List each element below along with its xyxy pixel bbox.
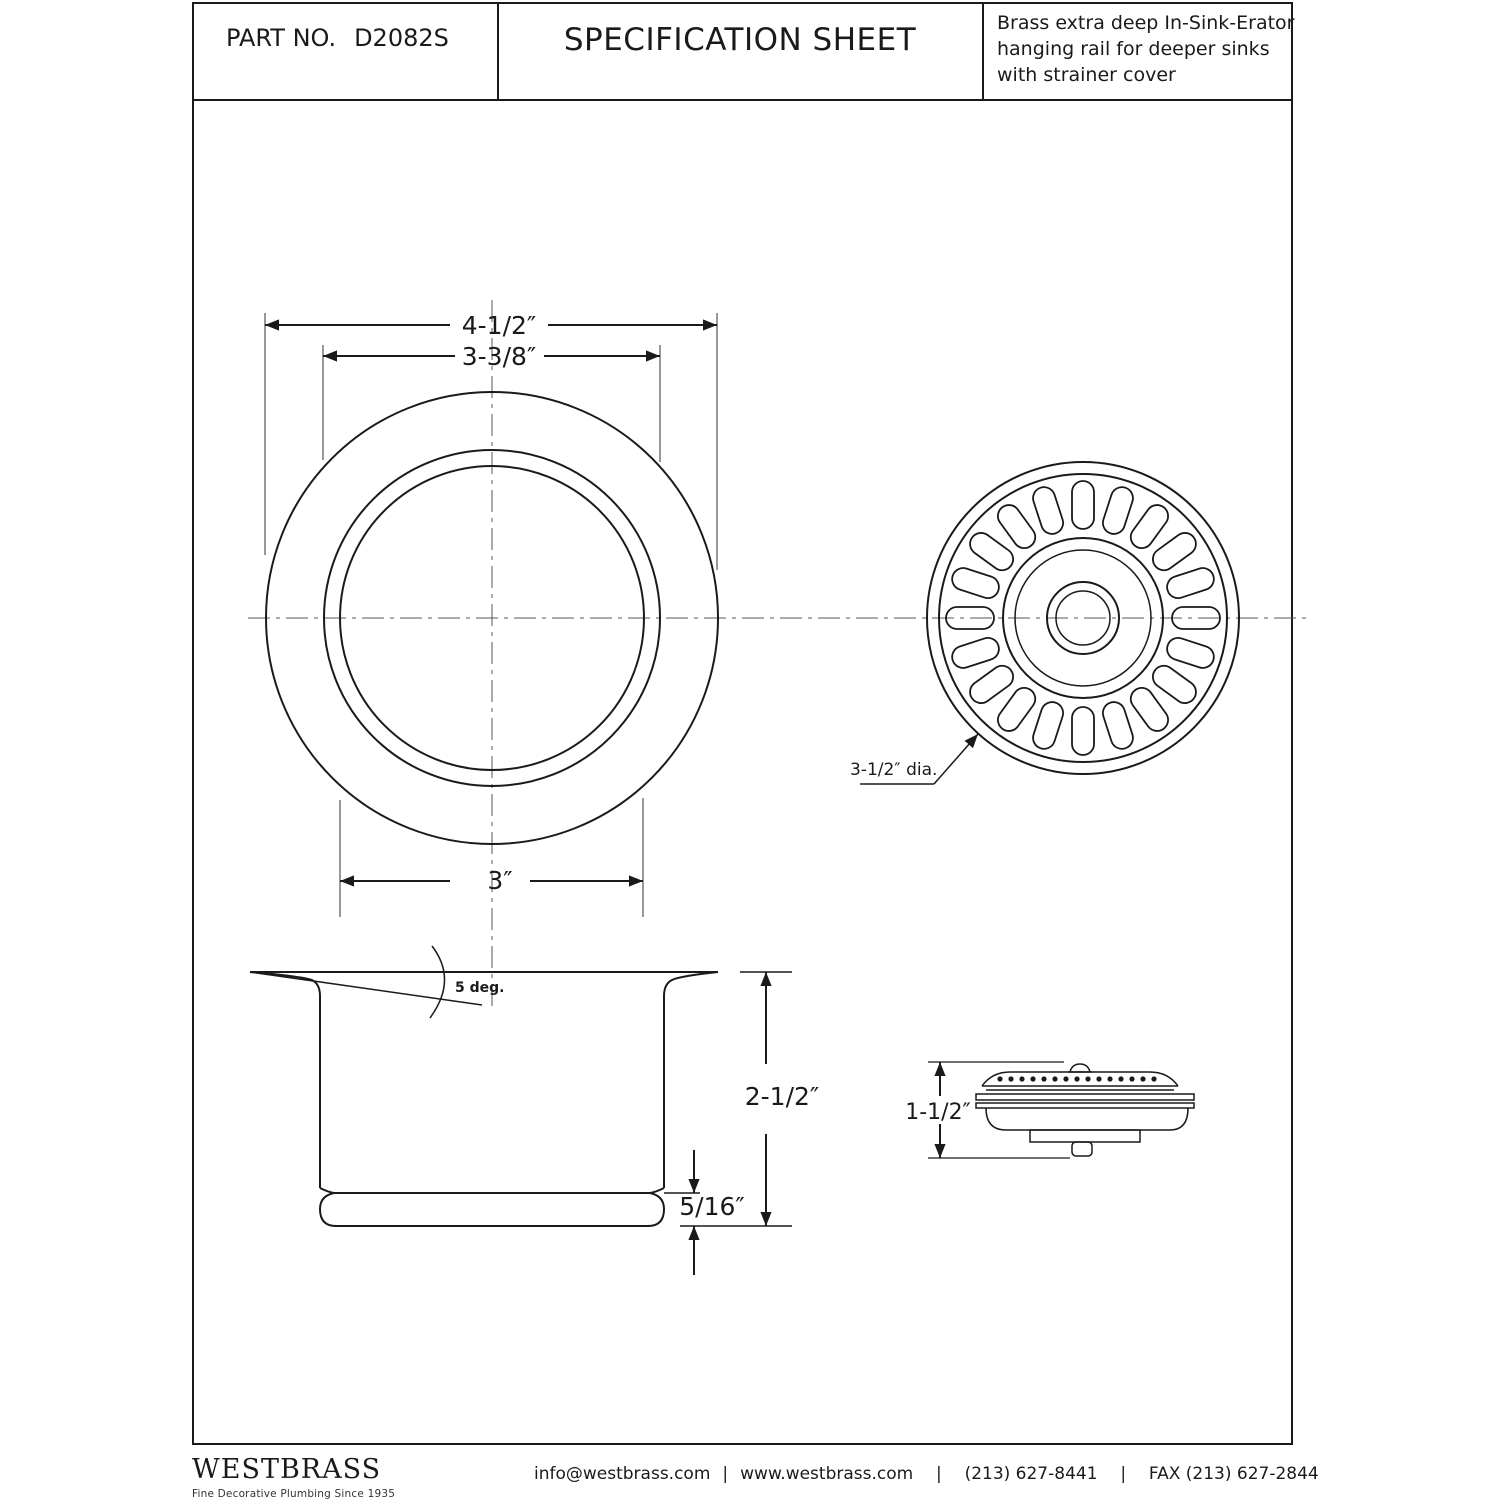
strainer-slot [1102,701,1134,750]
perforation-dot [1063,1076,1069,1082]
website-link[interactable]: www.westbrass.com [740,1464,914,1484]
dimension-lip-height: 5/16″ [664,1150,745,1275]
outer-diameter-label: 4-1/2″ [462,311,537,340]
perforation-dot [1052,1076,1058,1082]
flange-top-view [265,391,719,845]
strainer-diameter-label: 3-1/2″ dia. [850,760,937,780]
perforation-dot [1151,1076,1157,1082]
lip-height-label: 5/16″ [679,1192,744,1221]
perforation-dot [1030,1076,1036,1082]
separator: | [1109,1464,1137,1484]
perforation-dot [1129,1076,1135,1082]
part-number: PART NO. D2082S [226,24,467,52]
part-number-label: PART NO. [226,24,337,52]
strainer-slot [1152,664,1197,704]
strainer-slot [951,637,1000,669]
strainer-slot [1032,701,1064,750]
strainer-slot [1129,504,1169,549]
separator: | [925,1464,953,1484]
bottom-diameter-label: 3″ [487,866,512,895]
strainer-side-view [975,1063,1195,1157]
strainer-slot [969,532,1014,572]
contact-info: info@westbrass.com | www.westbrass.com | (… [534,1464,1319,1484]
angle-label: 5 deg. [455,980,504,996]
strainer-slot [1152,532,1197,572]
flange-side-view [249,945,719,1227]
strainer-slot [1071,706,1095,756]
perforation-dot [1107,1076,1113,1082]
strainer-slot [1071,480,1095,530]
strainer-slot [1129,687,1169,732]
strainer-slot [1032,486,1064,535]
strainer-slot [997,504,1037,549]
perforation-dot [1140,1076,1146,1082]
strainer-slot [1166,637,1215,669]
inner-diameter-label: 3-3/8″ [462,342,537,371]
brand-logo: WESTBRASS Fine Decorative Plumbing Since… [192,1456,395,1500]
strainer-side-perforations [997,1076,1157,1082]
strainer-slot [951,567,1000,599]
perforation-dot [1008,1076,1014,1082]
description-line: hanging rail for deeper sinks [997,38,1270,60]
dimension-bottom-diameter: 3″ [340,866,643,895]
strainer-slot [1171,606,1221,630]
strainer-slot [997,687,1037,732]
perforation-dot [1019,1076,1025,1082]
dimension-outer-diameter: 4-1/2″ [265,311,717,340]
dimension-strainer-height: 1-1/2″ [905,1061,1070,1159]
description-line: with strainer cover [997,64,1176,86]
strainer-height-label: 1-1/2″ [905,1100,971,1125]
perforation-dot [997,1076,1003,1082]
strainer-slot [1102,486,1134,535]
phone-number: (213) 627-8441 [964,1464,1098,1484]
strainer-slots [945,480,1221,756]
strainer-slot [945,606,995,630]
email-link[interactable]: info@westbrass.com [534,1464,711,1484]
fax-number: FAX (213) 627-2844 [1148,1464,1319,1484]
sheet-frame [192,2,1293,1445]
perforation-dot [1074,1076,1080,1082]
brand-name: WESTBRASS [192,1454,382,1485]
dimension-inner-diameter: 3-3/8″ [323,342,660,371]
perforation-dot [1041,1076,1047,1082]
height-label: 2-1/2″ [745,1082,820,1111]
perforation-dot [1085,1076,1091,1082]
strainer-slot [969,664,1014,704]
strainer-slot [1166,567,1215,599]
flange-extension-lines [264,313,718,917]
product-description: Brass extra deep In-Sink-Erator hanging … [997,10,1295,88]
sheet-title: SPECIFICATION SHEET [563,22,917,58]
perforation-dot [1096,1076,1102,1082]
brand-tagline: Fine Decorative Plumbing Since 1935 [192,1488,396,1500]
dimension-height: 2-1/2″ [680,971,820,1227]
part-number-value: D2082S [354,24,449,52]
perforation-dot [1118,1076,1124,1082]
strainer-top-view [926,461,1240,775]
description-line: Brass extra deep In-Sink-Erator [997,12,1295,34]
separator: | [722,1464,729,1484]
dimension-strainer-diameter: 3-1/2″ dia. [850,733,979,785]
